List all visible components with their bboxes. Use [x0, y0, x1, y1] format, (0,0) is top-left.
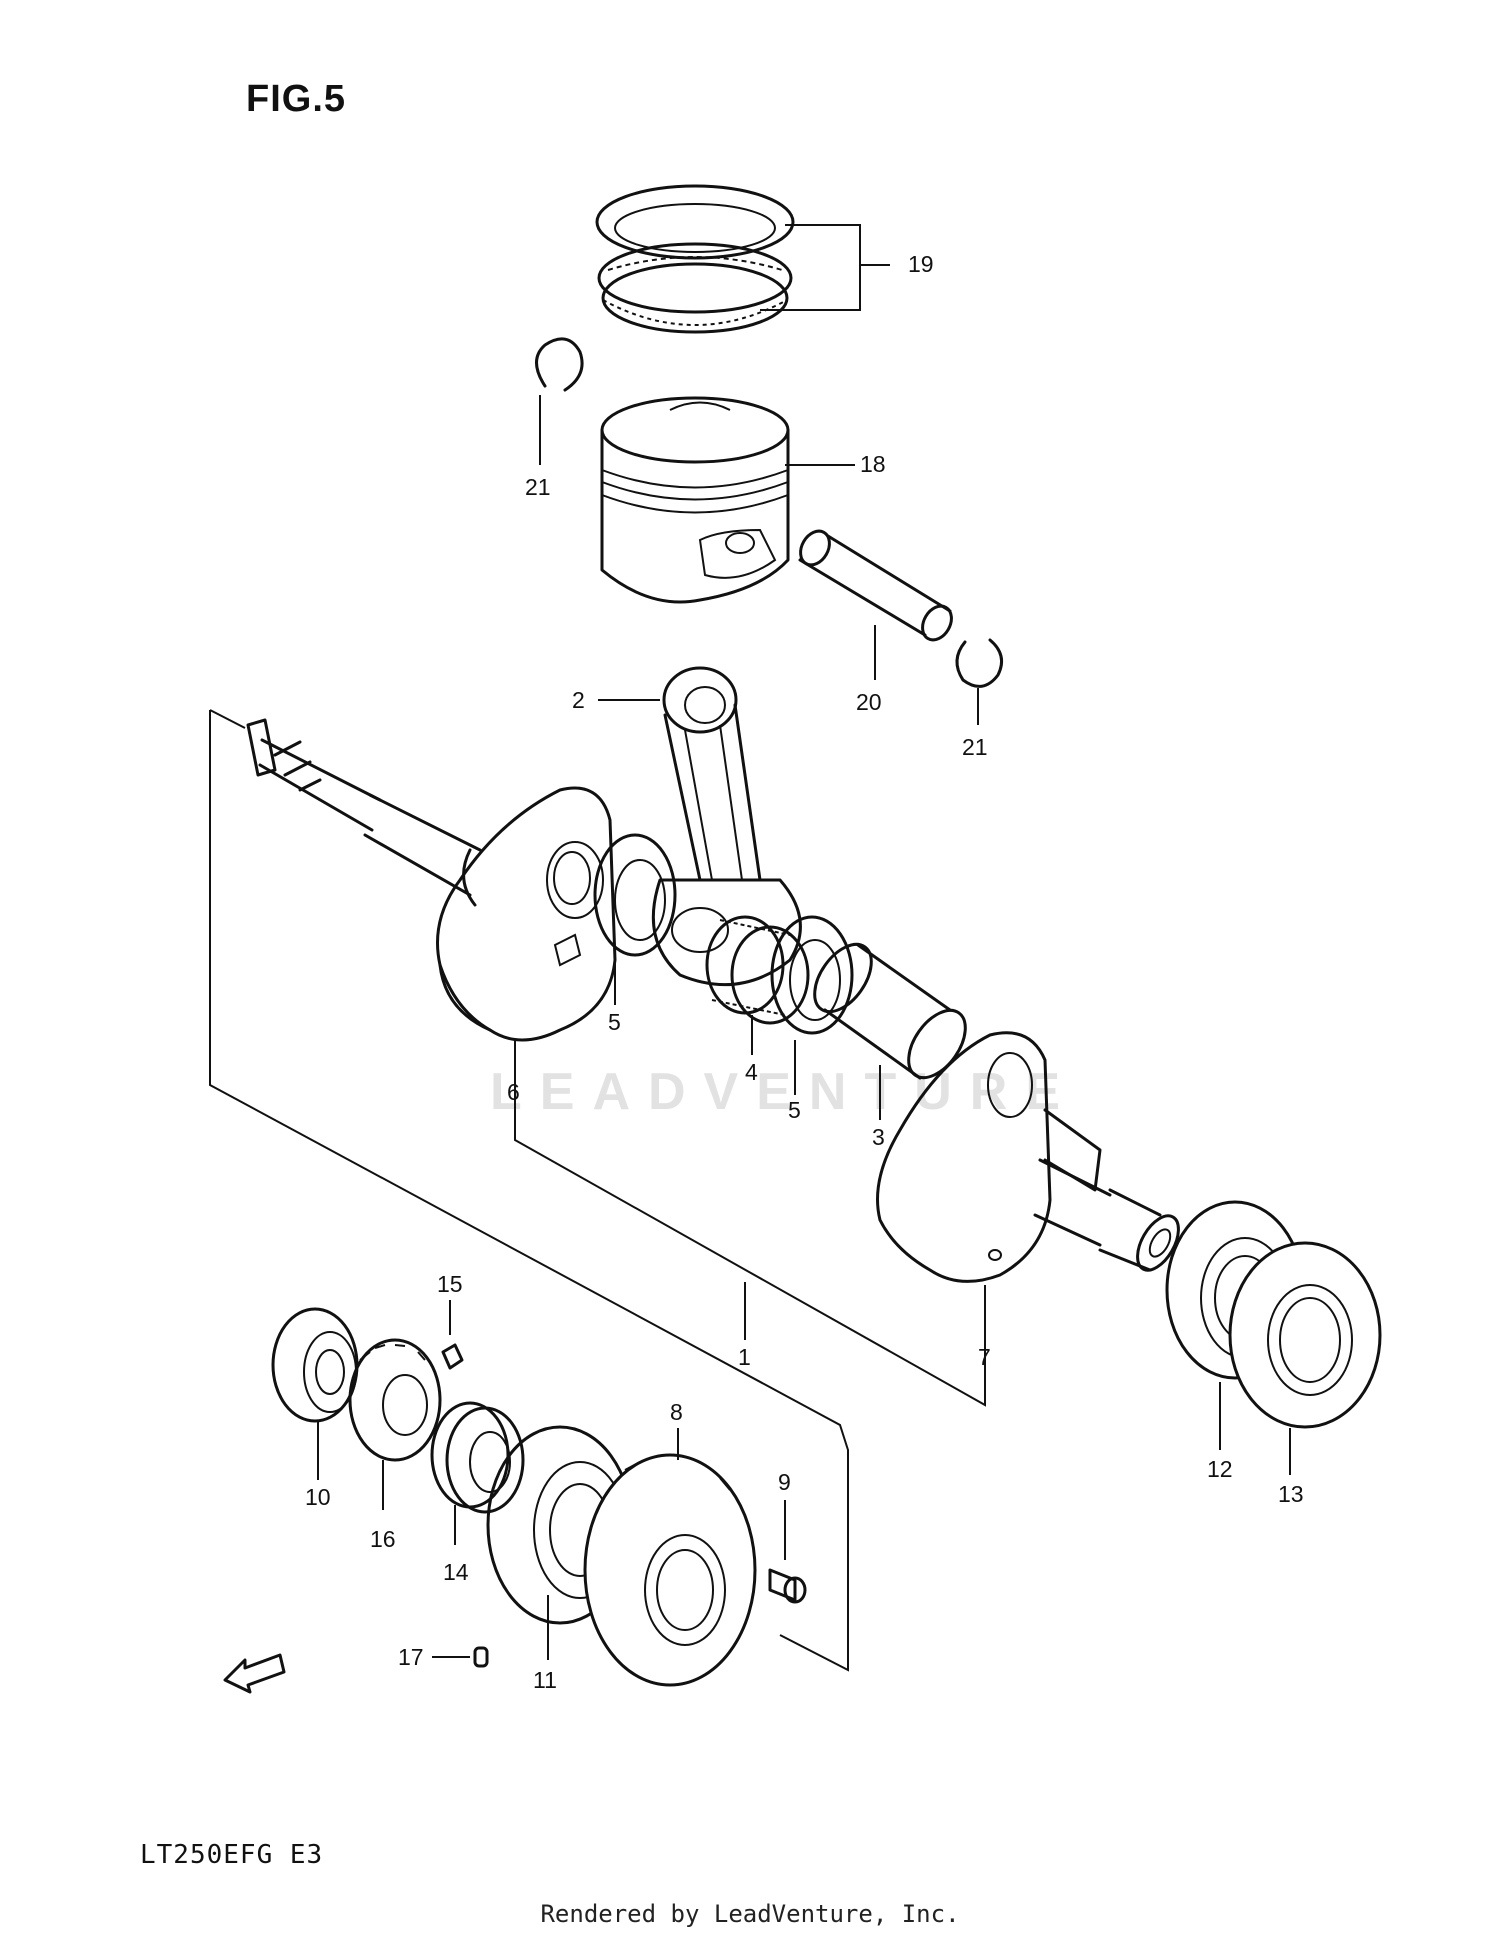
callout-9: 9	[778, 1469, 791, 1495]
callout-labels: 19 18 21 20 21 2 5 4 5 6 3 1 7 12 13 15 …	[305, 251, 1304, 1693]
oil-seal-right[interactable]	[1228, 1241, 1382, 1429]
callout-18: 18	[860, 451, 886, 477]
callout-1: 1	[738, 1344, 751, 1370]
callout-19: 19	[908, 251, 934, 277]
crankshaft-left[interactable]	[246, 718, 617, 1042]
starter-driven-gear[interactable]	[583, 1453, 757, 1687]
callout-10: 10	[305, 1484, 331, 1510]
figure-title: FIG.5	[246, 78, 347, 120]
footer-credit: Rendered by LeadVenture, Inc.	[540, 1900, 960, 1928]
crankshaft-bearing-left[interactable]	[271, 1307, 359, 1423]
thrust-washer-right[interactable]	[770, 915, 854, 1035]
callout-16: 16	[370, 1526, 396, 1552]
dowel-pin[interactable]	[473, 1646, 489, 1668]
crankshaft-right[interactable]	[876, 1031, 1187, 1283]
connecting-rod[interactable]	[651, 666, 802, 987]
crank-pin[interactable]	[803, 934, 977, 1087]
callout-7: 7	[978, 1344, 991, 1370]
callout-21-upper: 21	[525, 474, 551, 500]
forward-direction-arrow: FWD	[223, 1653, 286, 1694]
assembly-bracket-lines	[209, 709, 986, 1672]
callout-15: 15	[437, 1271, 463, 1297]
callout-17: 17	[398, 1644, 424, 1670]
callout-11: 11	[533, 1667, 557, 1693]
callout-21-lower: 21	[962, 734, 988, 760]
callout-2: 2	[572, 687, 585, 713]
callout-12: 12	[1207, 1456, 1233, 1482]
crank-timing-gear[interactable]	[348, 1338, 442, 1462]
watermark: LEADVENTURE	[490, 1063, 1079, 1121]
model-code: LT250EFG E3	[140, 1840, 324, 1870]
callout-3: 3	[872, 1124, 885, 1150]
thrust-washer-left[interactable]	[593, 833, 677, 957]
callout-20: 20	[856, 689, 882, 715]
needle-bearing[interactable]	[705, 915, 810, 1025]
piston-pin[interactable]	[795, 526, 958, 645]
callout-14: 14	[443, 1559, 469, 1585]
piston[interactable]	[600, 396, 790, 604]
piston-rings[interactable]	[595, 184, 795, 334]
callout-6: 6	[507, 1079, 520, 1105]
callout-5-left: 5	[608, 1009, 621, 1035]
piston-pin-circlip-right[interactable]	[955, 638, 1004, 688]
woodruff-key[interactable]	[441, 1343, 464, 1370]
callout-4: 4	[745, 1059, 758, 1085]
leader-lines	[317, 224, 1291, 1660]
starter-gear-spacer[interactable]	[768, 1568, 807, 1604]
callout-13: 13	[1278, 1481, 1304, 1507]
piston-pin-circlip-left[interactable]	[535, 337, 584, 392]
callout-5-right: 5	[788, 1097, 801, 1123]
callout-8: 8	[670, 1399, 683, 1425]
